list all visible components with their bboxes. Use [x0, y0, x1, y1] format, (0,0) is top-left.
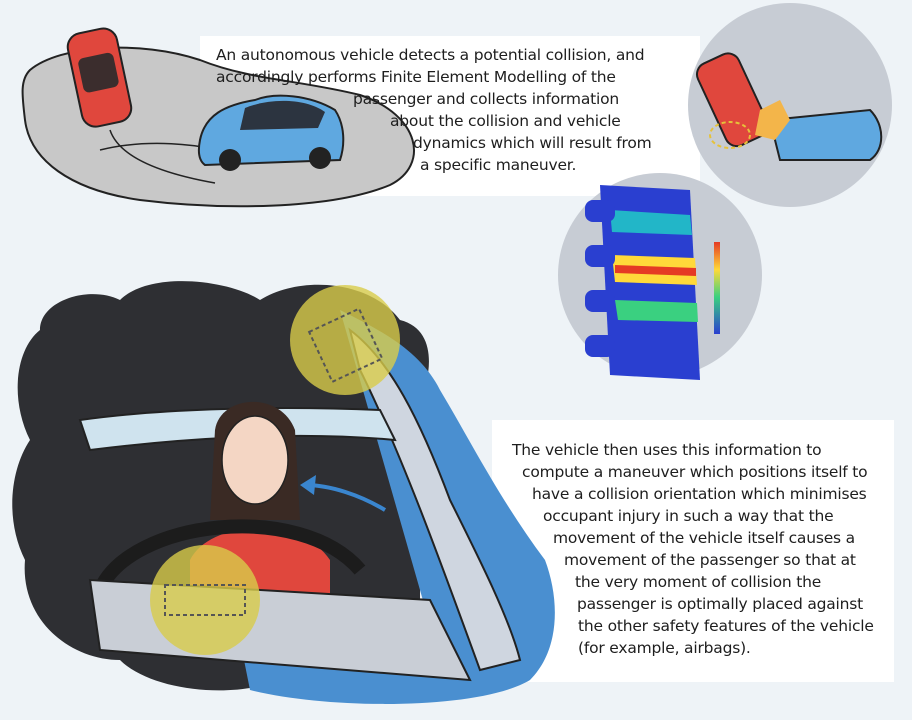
arrow-head-icon [300, 475, 316, 495]
blue-car [197, 94, 345, 171]
bottom-text-line: (for example, airbags). [578, 639, 751, 657]
a-pillar [348, 327, 522, 672]
bottom-text-line: compute a maneuver which positions itsel… [522, 463, 868, 481]
bottom-text-line: passenger is optimally placed against [577, 595, 864, 613]
top-text-line: accordingly performs Finite Element Mode… [216, 68, 616, 86]
highlight-circle-bottom [150, 545, 260, 655]
crash-cars [695, 52, 883, 161]
spine-fe-model [585, 185, 700, 380]
top-text-line: An autonomous vehicle detects a potentia… [216, 46, 645, 64]
bottom-text-line: the other safety features of the vehicle [578, 617, 874, 635]
bottom-text-line: movement of the vehicle itself causes a [553, 529, 855, 547]
highlight-circle-top [290, 285, 400, 395]
steering-wheel [93, 519, 366, 594]
bottom-text-line: The vehicle then uses this information t… [512, 441, 822, 459]
bottom-text-panel [492, 420, 894, 682]
color-scale-legend [714, 242, 720, 334]
bottom-text-line: have a collision orientation which minim… [532, 485, 867, 503]
bottom-text-line: movement of the passenger so that at [564, 551, 856, 569]
bottom-text-line: occupant injury in such a way that the [543, 507, 834, 525]
top-text-line: dynamics which will result from [413, 134, 652, 152]
top-text-line: a specific maneuver. [420, 156, 577, 174]
top-text-line: passenger and collects information [353, 90, 620, 108]
bottom-text-line: the very moment of collision the [575, 573, 822, 591]
red-car [66, 27, 133, 128]
top-text-line: about the collision and vehicle [390, 112, 621, 130]
